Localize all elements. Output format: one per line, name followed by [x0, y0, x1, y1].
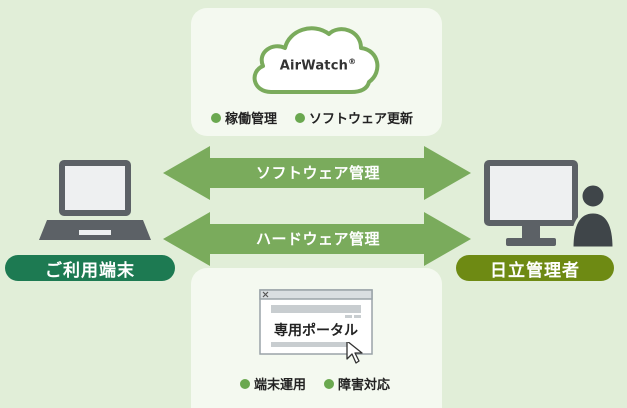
feature-device-operation: 端末運用	[254, 378, 307, 393]
bullet-dot-icon	[240, 378, 250, 389]
monitor-admin-icon	[484, 160, 614, 250]
feature-operation-management: 稼働管理	[225, 112, 278, 127]
feature-incident-response: 障害対応	[338, 378, 391, 393]
bottom-features: 端末運用 障害対応	[240, 374, 390, 393]
dedicated-portal-label: 専用ポータル	[268, 318, 364, 342]
bullet-dot-icon	[324, 378, 335, 389]
cloud-icon	[252, 26, 380, 94]
diagram: AirWatch® 稼働管理 ソフトウェア更新 ソフトウェア管理 ハードウェア管…	[5, 8, 614, 408]
laptop-icon	[39, 160, 151, 240]
hardware-management-label: ハードウェア管理	[255, 230, 380, 248]
bullet-dot-icon	[295, 112, 306, 123]
hardware-management-arrow	[163, 212, 471, 266]
hitachi-admin-label: 日立管理者	[456, 255, 614, 281]
user-device-label: ご利用端末	[5, 255, 175, 281]
bullet-dot-icon	[211, 112, 221, 123]
arrows-layer	[163, 146, 471, 266]
software-management-label: ソフトウェア管理	[255, 164, 380, 182]
top-features: 稼働管理 ソフトウェア更新	[211, 108, 413, 127]
feature-software-update: ソフトウェア更新	[309, 112, 414, 127]
software-management-arrow	[163, 146, 471, 200]
airwatch-label: AirWatch®	[279, 57, 357, 74]
